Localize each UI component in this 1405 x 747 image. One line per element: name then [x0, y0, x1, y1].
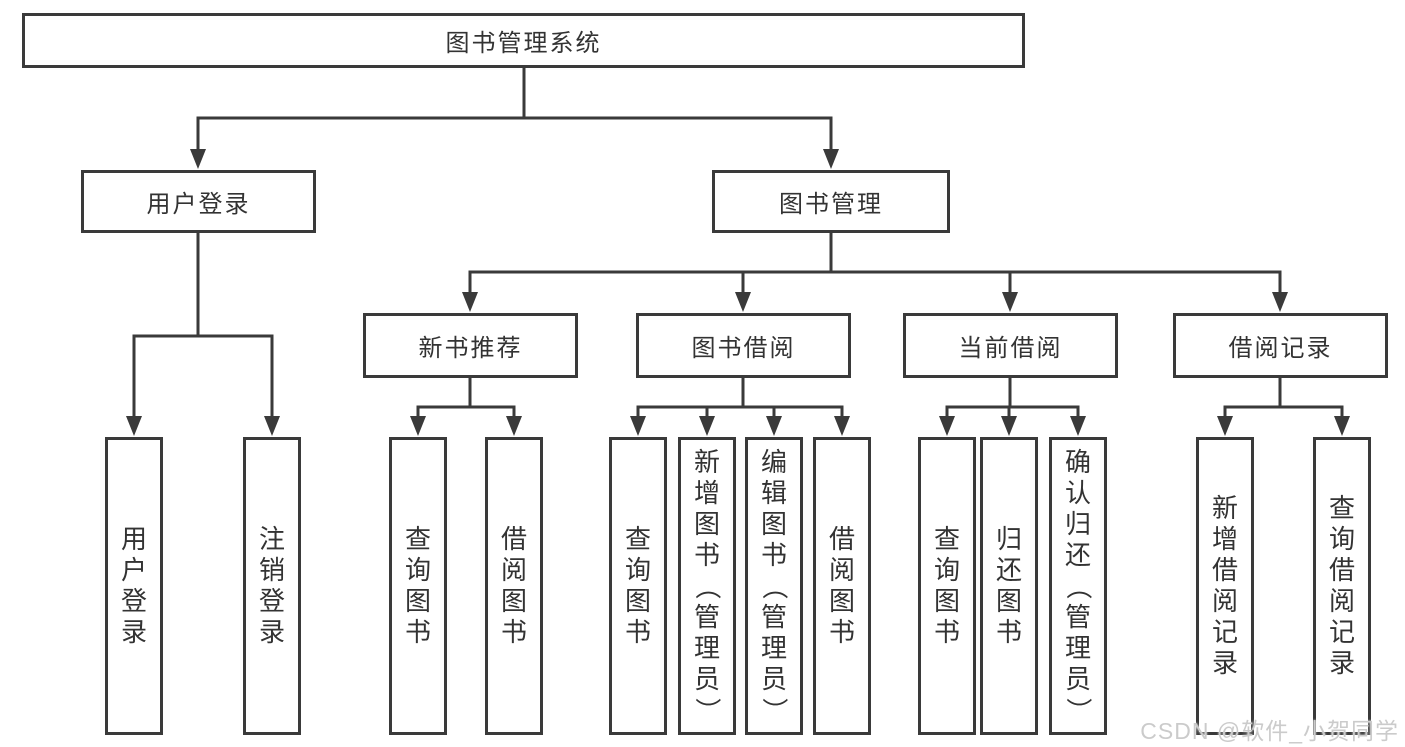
- leaf-user-login: 用户登录: [105, 437, 163, 735]
- node-current-borrowing: 当前借阅: [903, 313, 1118, 378]
- node-borrowing-records: 借阅记录: [1173, 313, 1388, 378]
- leaf-add-book-admin: 新增图书（管理员）: [678, 437, 736, 735]
- leaf-logout: 注销登录: [243, 437, 301, 735]
- node-book-borrowing: 图书借阅: [636, 313, 851, 378]
- node-book-management: 图书管理: [712, 170, 950, 233]
- leaf-label: 查询借阅记录: [1328, 493, 1355, 678]
- leaf-label: 确认归还（管理员）: [1063, 446, 1094, 724]
- leaf-return-book: 归还图书: [980, 437, 1038, 735]
- leaf-confirm-return-admin: 确认归还（管理员）: [1049, 437, 1107, 735]
- leaf-query-books-borrowing: 查询图书: [609, 437, 667, 735]
- leaf-query-borrow-record: 查询借阅记录: [1313, 437, 1371, 735]
- leaf-label: 查询图书: [624, 524, 651, 647]
- leaf-label: 查询图书: [933, 524, 960, 647]
- node-library-management-system: 图书管理系统: [22, 13, 1025, 68]
- leaf-query-books-current: 查询图书: [918, 437, 976, 735]
- leaf-label: 注销登录: [258, 524, 285, 647]
- leaf-label: 用户登录: [120, 524, 147, 647]
- leaf-label: 借阅图书: [828, 524, 855, 647]
- leaf-borrow-books-borrowing: 借阅图书: [813, 437, 871, 735]
- leaf-label: 借阅图书: [500, 524, 527, 647]
- leaf-query-books-recommend: 查询图书: [389, 437, 447, 735]
- leaf-label: 查询图书: [404, 524, 431, 647]
- leaf-label: 新增借阅记录: [1211, 493, 1238, 678]
- leaf-add-borrow-record: 新增借阅记录: [1196, 437, 1254, 735]
- leaf-label: 编辑图书（管理员）: [759, 446, 790, 724]
- leaf-label: 新增图书（管理员）: [692, 446, 723, 724]
- node-new-book-recommendation: 新书推荐: [363, 313, 578, 378]
- node-user-login: 用户登录: [81, 170, 316, 233]
- leaf-edit-book-admin: 编辑图书（管理员）: [745, 437, 803, 735]
- csdn-watermark: CSDN @软件_小贺同学: [1140, 718, 1399, 744]
- leaf-label: 归还图书: [995, 524, 1022, 647]
- leaf-borrow-books-recommend: 借阅图书: [485, 437, 543, 735]
